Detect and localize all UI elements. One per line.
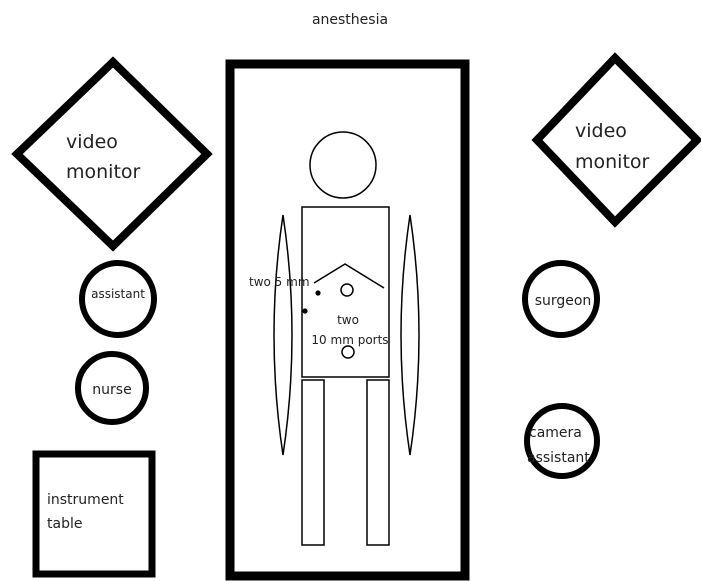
right-monitor-label-line2: monitor: [575, 151, 650, 173]
right-monitor-diamond: [531, 52, 701, 228]
patient-head: [309, 131, 377, 199]
ports-10mm-label-line2: 10 mm ports: [311, 333, 388, 347]
surgeon-label: surgeon: [535, 293, 592, 309]
port-5mm-upper: [315, 290, 321, 296]
patient-figure: two 5 mm two 10 mm ports: [249, 131, 420, 546]
right-monitor-label-line1: video: [575, 120, 627, 142]
camera-assistant-station: camera assistant: [524, 403, 600, 479]
camera-assistant-circle: [524, 403, 600, 479]
instrument-table-label-line1: instrument: [47, 492, 124, 508]
left-monitor-label-line2: monitor: [66, 161, 141, 183]
instrument-table-box: [32, 450, 156, 578]
ports-10mm-label-line1: two: [337, 313, 359, 327]
anesthesia-label: anesthesia: [312, 12, 388, 28]
patient-left-leg: [301, 379, 325, 546]
costal-margin-line: [313, 263, 385, 289]
port-10mm-lower: [341, 345, 355, 359]
port-10mm-upper: [340, 283, 354, 297]
left-monitor-label-line1: video: [66, 131, 118, 153]
ports-5mm-label: two 5 mm: [249, 275, 310, 289]
nurse-station: nurse: [75, 351, 149, 425]
patient-torso: [301, 206, 390, 378]
instrument-table-label-line2: table: [47, 516, 82, 532]
camera-assistant-label-line1: camera: [529, 425, 582, 441]
nurse-label: nurse: [92, 382, 131, 398]
camera-assistant-label-line2: assistant: [527, 450, 590, 466]
instrument-table: instrument table: [32, 450, 156, 578]
port-5mm-lower: [302, 308, 308, 314]
operating-table: [225, 59, 470, 581]
patient-right-leg: [366, 379, 390, 546]
patient-right-arm: [400, 214, 420, 456]
left-video-monitor: video monitor: [11, 56, 213, 252]
patient-left-arm: [273, 214, 293, 456]
surgeon-circle: [522, 260, 600, 338]
surgeon-station: surgeon: [522, 260, 600, 338]
assistant-label: assistant: [91, 287, 145, 301]
right-video-monitor: video monitor: [531, 52, 701, 228]
assistant-circle: [79, 260, 157, 338]
left-monitor-diamond: [11, 56, 213, 252]
assistant-station: assistant: [79, 260, 157, 338]
nurse-circle: [75, 351, 149, 425]
